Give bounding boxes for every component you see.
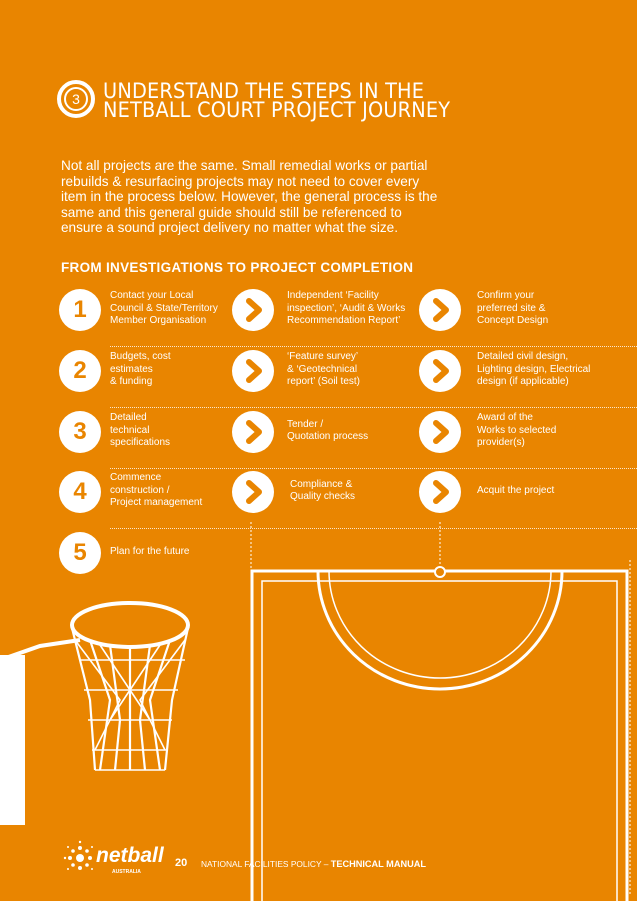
- row-divider: [110, 528, 637, 529]
- chevron-right-icon: [419, 471, 461, 513]
- intro-paragraph: Not all projects are the same. Small rem…: [61, 158, 438, 236]
- chevron-right-icon: [232, 289, 274, 331]
- chevron-right-icon: [232, 471, 274, 513]
- netball-australia-logo: netball AUSTRALIA: [62, 840, 164, 881]
- section-number-badge: 3: [57, 80, 95, 118]
- step-text: Commence construction / Project manageme…: [110, 472, 203, 509]
- section-subheading: FROM INVESTIGATIONS TO PROJECT COMPLETIO…: [61, 260, 414, 275]
- page-title: UNDERSTAND THE STEPS IN THE NETBALL COUR…: [103, 79, 451, 122]
- document-title: NATIONAL FACILITIES POLICY – TECHNICAL M…: [201, 859, 426, 869]
- step-text: Compliance & Quality checks: [290, 478, 356, 502]
- step-number-3: 3: [59, 411, 101, 453]
- court-boundary: [250, 569, 629, 901]
- chevron-right-icon: [419, 289, 461, 331]
- step-number-1: 1: [59, 289, 101, 331]
- step-text: Plan for the future: [110, 545, 190, 557]
- row-divider: [110, 468, 637, 469]
- section-number: 3: [64, 87, 88, 111]
- doc-title-part1: NATIONAL FACILITIES POLICY –: [201, 859, 331, 869]
- step-text: Acquit the project: [477, 484, 555, 496]
- step-text: Detailed technical specifications: [110, 412, 171, 449]
- netball-hoop-icon: [0, 601, 190, 825]
- step-number-5: 5: [59, 532, 101, 574]
- title-line-2: NETBALL COURT PROJECT JOURNEY: [103, 98, 451, 122]
- row-divider: [110, 407, 637, 408]
- step-text: Tender / Quotation process: [287, 418, 369, 442]
- step-number-4: 4: [59, 471, 101, 513]
- step-text: Independent ‘Facility inspection’, ‘Audi…: [287, 290, 406, 327]
- doc-title-part2: TECHNICAL MANUAL: [330, 859, 426, 869]
- step-text: Detailed civil design, Lighting design, …: [477, 351, 591, 388]
- step-text: Contact your Local Council & State/Terri…: [110, 290, 218, 327]
- goal-circle: [316, 570, 564, 691]
- step-text: Budgets, cost estimates & funding: [110, 351, 171, 388]
- goal-circle-inner: [328, 570, 552, 679]
- chevron-right-icon: [419, 411, 461, 453]
- chevron-right-icon: [419, 350, 461, 392]
- logo-subtext: AUSTRALIA: [112, 869, 141, 875]
- goal-post: [434, 566, 446, 578]
- court-inner-line: [261, 580, 618, 901]
- page-number: 20: [175, 857, 188, 869]
- title-line-1: UNDERSTAND THE STEPS IN THE: [103, 79, 425, 103]
- logo-wordmark: netball: [96, 844, 164, 867]
- step-text: Award of the Works to selected provider(…: [477, 412, 557, 449]
- step-number-2: 2: [59, 350, 101, 392]
- chevron-right-icon: [232, 411, 274, 453]
- chevron-right-icon: [232, 350, 274, 392]
- step-text: Confirm your preferred site & Concept De…: [477, 290, 549, 327]
- step-text: ‘Feature survey’ & ‘Geotechnical report’…: [287, 351, 360, 388]
- logo-sunburst-icon: [63, 840, 93, 870]
- row-divider: [110, 346, 637, 347]
